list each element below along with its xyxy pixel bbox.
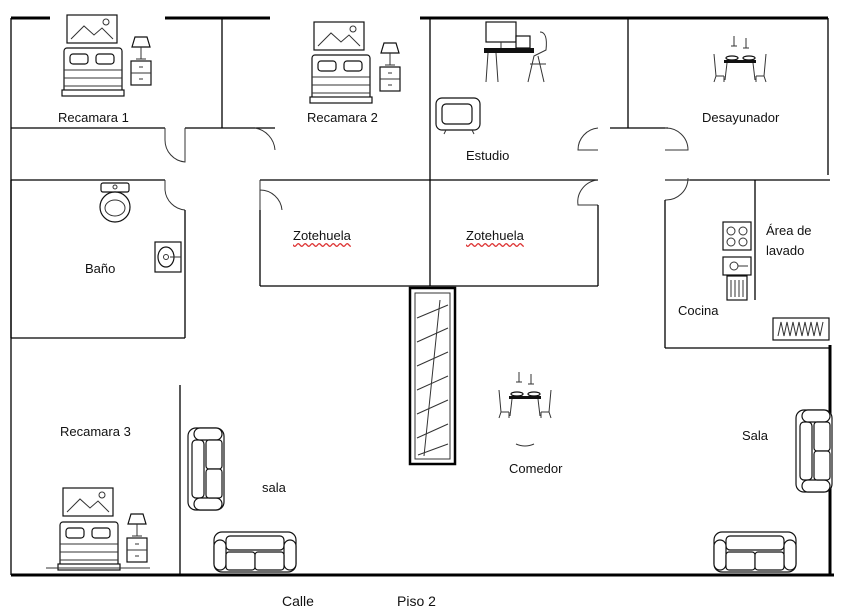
floor-caption: Piso 2 [397, 593, 436, 609]
room-label-comedor: Comedor [509, 461, 563, 476]
room-label-sala-left: sala [262, 480, 286, 495]
lamp-nightstand-icon [126, 513, 148, 563]
sofa-icon [187, 427, 225, 511]
dining-table-icon [713, 35, 767, 83]
washer-icon [722, 256, 752, 301]
lamp-nightstand-icon [130, 36, 152, 86]
room-label-recamara-2: Recamara 2 [307, 110, 378, 125]
dining-table-icon [498, 371, 552, 419]
stairs-icon [408, 286, 457, 466]
lamp-nightstand-icon [379, 42, 401, 92]
door-cocina [664, 177, 690, 201]
sofa-icon [713, 531, 797, 573]
room-label-recamara-1: Recamara 1 [58, 110, 129, 125]
door-estudio-lower [577, 179, 599, 206]
bed-icon [309, 54, 373, 104]
door-bano [164, 180, 186, 211]
door-estudio [577, 127, 599, 151]
bed-icon [57, 521, 121, 571]
room-label-bano: Baño [85, 261, 116, 276]
street-caption: Calle [282, 593, 314, 609]
room-label-desayunador: Desayunador [702, 110, 780, 125]
chair-icon [435, 97, 481, 135]
picture-frame-icon [62, 487, 114, 517]
sofa-icon [795, 409, 833, 493]
room-label-cocina: Cocina [678, 303, 719, 318]
sofa-icon [213, 531, 297, 573]
door-desayunador [664, 127, 689, 151]
door-zotehuela [259, 180, 283, 211]
room-label-estudio: Estudio [466, 148, 510, 163]
room-label-area-lavado: Área de lavado [766, 223, 812, 258]
picture-frame-icon [313, 21, 365, 51]
room-label-recamara-3: Recamara 3 [60, 424, 131, 439]
comedor-mark [515, 443, 535, 447]
room-label-zotehuela-2: Zotehuela [466, 228, 524, 243]
desk-computer-icon [484, 21, 547, 83]
room-label-zotehuela-1: Zotehuela [293, 228, 351, 243]
sink-icon [154, 241, 182, 273]
radiator-icon [772, 317, 830, 341]
door-r1 [164, 128, 186, 163]
stove-icon [722, 221, 752, 251]
picture-frame-icon [66, 14, 118, 44]
toilet-icon [99, 182, 131, 223]
room-label-sala-right: Sala [742, 428, 769, 443]
door-r2 [254, 127, 276, 151]
bed-icon [61, 47, 125, 97]
